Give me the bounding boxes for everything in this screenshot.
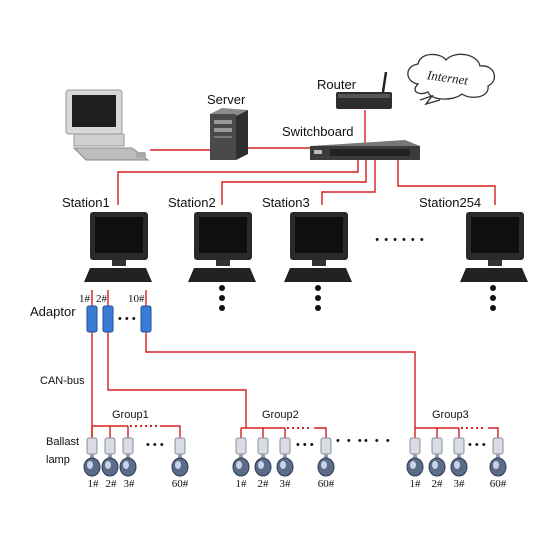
router-icon [336, 71, 392, 109]
adaptor-icons [86, 305, 152, 333]
g1-lamp-label-2: 2# [106, 478, 118, 490]
g1-lamp-label-60: 60# [172, 478, 189, 490]
group1-label: Group1 [112, 409, 149, 421]
switchboard-icon [310, 140, 420, 160]
router-label: Router [317, 77, 357, 92]
station3-label: Station3 [262, 195, 310, 210]
group2-label: Group2 [262, 409, 299, 421]
wires [91, 110, 499, 438]
g2-lamp-label-1: 1# [236, 478, 248, 490]
station1-label: Station1 [62, 195, 110, 210]
ballast-lamp-icon [254, 437, 272, 477]
ballast-lamp-icon [232, 437, 250, 477]
g3-lamp-label-3: 3# [454, 478, 466, 490]
between-groups-ellipsis-2: • • • [364, 435, 392, 447]
ballast-lamp-icon [406, 437, 424, 477]
lamp-label: lamp [46, 454, 70, 466]
ballast-lamp-icon [428, 437, 446, 477]
g3-lamp-label-60: 60# [490, 478, 507, 490]
adaptor-ellipsis: • • • [118, 313, 136, 325]
admin-computer-icon [65, 89, 150, 161]
station1-computer-icon [84, 212, 152, 282]
internet-label: Internet [425, 67, 469, 88]
ballast-lamp-icon [489, 437, 507, 477]
g2-lamp-label-2: 2# [258, 478, 270, 490]
ballast-label: Ballast [46, 436, 79, 448]
ballast-lamp-icon [101, 437, 119, 477]
group2-ellipsis: • • • [296, 439, 314, 451]
group3-label: Group3 [432, 409, 469, 421]
g3-lamp-label-2: 2# [432, 478, 444, 490]
adaptor-port-1: 1# [79, 293, 91, 305]
ballast-lamp-icon [450, 437, 468, 477]
server-icon [210, 108, 248, 160]
station254-computer-icon [460, 212, 528, 282]
adaptor-port-2: 2# [96, 293, 108, 305]
g2-lamp-label-3: 3# [280, 478, 292, 490]
station-ellipsis: • • • • • • [375, 234, 424, 246]
adaptor-label: Adaptor [30, 304, 76, 319]
lightning-icon [419, 94, 441, 106]
station3-computer-icon [284, 212, 352, 282]
group1-ellipsis: • • • [146, 439, 164, 451]
ballast-lamp-icon [317, 437, 335, 477]
ballast-lamp-icon [83, 437, 101, 477]
station254-label: Station254 [419, 195, 481, 210]
ballast-lamp-icon [276, 437, 294, 477]
lamp-number-labels: 1# 2# 3# 60# 1# 2# 3# 60# 1# 2# 3# 60# [88, 478, 507, 490]
adaptor-port-10: 10# [128, 293, 145, 305]
ballast-lamp-icon [171, 437, 189, 477]
internet-cloud-icon: Internet [407, 53, 496, 106]
ballast-lamp-icon [119, 437, 137, 477]
switchboard-label: Switchboard [282, 124, 354, 139]
canbus-label: CAN-bus [40, 375, 85, 387]
station2-label: Station2 [168, 195, 216, 210]
g1-lamp-label-3: 3# [124, 478, 136, 490]
g1-lamp-label-1: 1# [88, 478, 100, 490]
g3-lamp-label-1: 1# [410, 478, 422, 490]
between-groups-ellipsis-1: • • • [336, 435, 364, 447]
station2-computer-icon [188, 212, 256, 282]
server-label: Server [207, 92, 246, 107]
g2-lamp-label-60: 60# [318, 478, 335, 490]
group3-ellipsis: • • • [468, 439, 486, 451]
station-vertical-dots [219, 285, 496, 311]
ballast-lamps [83, 437, 507, 477]
